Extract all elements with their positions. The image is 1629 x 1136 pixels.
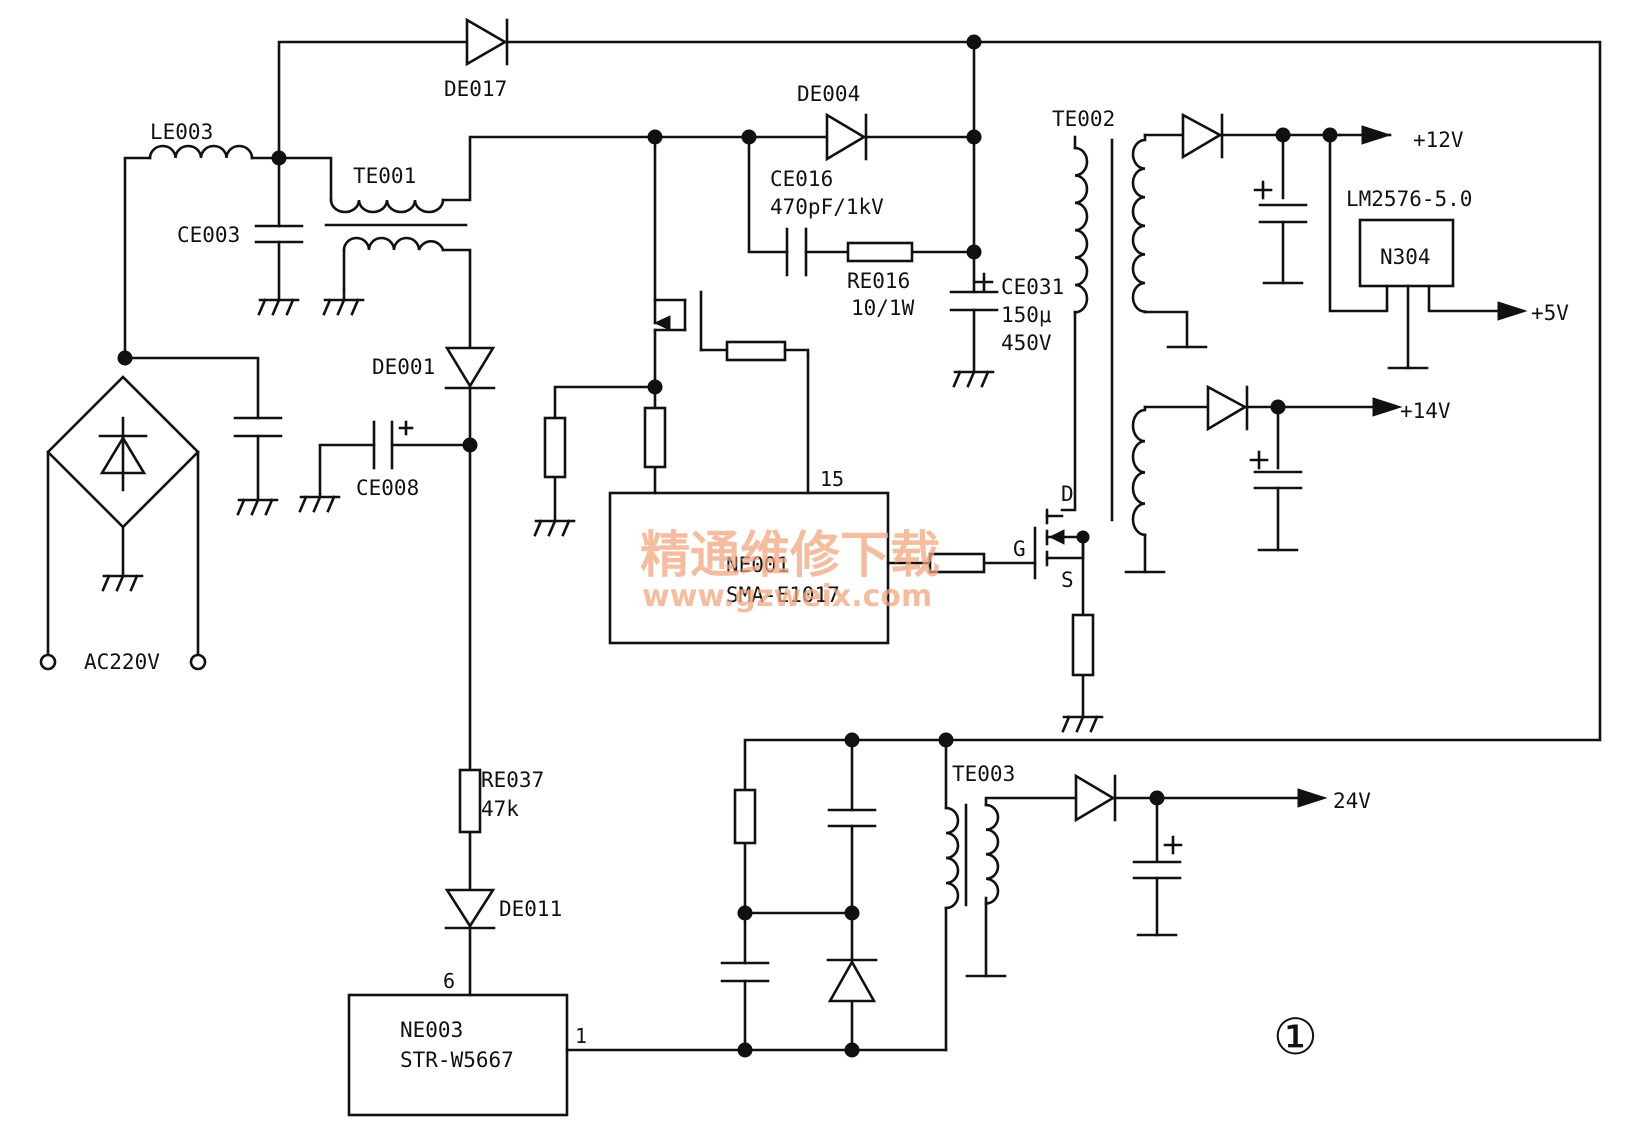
capacitor-14v-filter	[1249, 450, 1303, 490]
resistor-startup-right	[643, 406, 667, 469]
label-ce016-name: CE016	[770, 167, 833, 191]
label-out-5v: +5V	[1531, 301, 1569, 325]
zener-diode-clamp	[826, 958, 878, 1003]
label-out-12v: +12V	[1413, 128, 1464, 152]
capacitor-bottom-snubber-top	[827, 808, 877, 828]
label-te001: TE001	[353, 164, 416, 188]
label-ce031-value1: 150μ	[1001, 303, 1052, 327]
label-n304: N304	[1380, 245, 1431, 269]
label-out-24v: 24V	[1333, 789, 1371, 813]
label-mosfet-d: D	[1061, 482, 1074, 506]
capacitor-bottom-snubber-left	[720, 961, 770, 983]
label-de017: DE017	[444, 77, 507, 101]
label-re037-value: 47k	[481, 797, 519, 821]
inductor-le003	[148, 144, 254, 160]
capacitor-ce003	[254, 224, 304, 244]
label-de001: DE001	[372, 355, 435, 379]
watermark: 精通维修下载 www.gzweix.com	[640, 526, 940, 614]
capacitor-12v-filter	[1253, 180, 1308, 224]
label-pin15: 15	[820, 467, 844, 491]
diode-12v-rectifier	[1181, 112, 1224, 160]
label-ac220v: AC220V	[84, 650, 160, 674]
figure-number: ①	[1273, 1008, 1318, 1066]
startup-mosfet	[653, 290, 704, 352]
label-ce031-name: CE031	[1001, 275, 1064, 299]
label-re016-name: RE016	[847, 269, 910, 293]
bridge-rectifier	[46, 375, 200, 529]
label-pin6: 6	[443, 969, 455, 993]
diode-de011	[444, 888, 496, 930]
label-lm2576: LM2576-5.0	[1346, 187, 1472, 211]
label-ce008: CE008	[356, 476, 419, 500]
diode-de017	[465, 17, 509, 67]
capacitor-ce008	[372, 420, 414, 470]
transformer-te002	[1073, 133, 1147, 537]
wires	[46, 40, 1602, 1052]
capacitor-ce016	[785, 227, 808, 277]
ic-ne001	[608, 491, 890, 645]
resistor-startup-series	[725, 340, 810, 362]
label-pin1: 1	[575, 1024, 587, 1048]
label-ne001-name: NE001	[726, 553, 789, 577]
label-out-14v: +14V	[1400, 399, 1451, 423]
ground-symbols	[101, 281, 1429, 978]
label-ne003-name: NE003	[400, 1018, 463, 1042]
label-re037-name: RE037	[481, 768, 544, 792]
label-mosfet-g: G	[1013, 537, 1026, 561]
capacitor-bridge-filter	[233, 416, 283, 438]
label-ne001-part: SMA-E1017	[726, 583, 840, 607]
label-de011: DE011	[499, 897, 562, 921]
label-re016-value: 10/1W	[851, 296, 915, 320]
label-te003: TE003	[952, 762, 1015, 786]
ic-ne003	[347, 993, 569, 1117]
resistor-current-sense	[1071, 613, 1095, 677]
junction-dots	[117, 34, 1338, 1058]
resistor-gate	[928, 552, 986, 574]
watermark-url: www.gzweix.com	[642, 579, 932, 614]
resistor-re016	[846, 241, 914, 263]
label-ce003: CE003	[177, 223, 240, 247]
diode-de001	[444, 346, 496, 390]
label-ce016-value: 470pF/1kV	[770, 195, 884, 219]
diode-24v-rectifier	[1074, 773, 1117, 823]
resistor-startup-left	[543, 416, 567, 479]
diode-de004	[825, 112, 868, 162]
label-de004: DE004	[797, 82, 860, 106]
label-le003: LE003	[150, 120, 213, 144]
resistor-bottom-snubber	[733, 788, 757, 845]
label-te002: TE002	[1052, 107, 1115, 131]
watermark-cn: 精通维修下载	[640, 526, 940, 584]
diode-14v-rectifier	[1206, 384, 1249, 432]
main-mosfet	[1033, 508, 1085, 580]
capacitor-24v-filter	[1132, 835, 1183, 880]
ic-n304	[1358, 218, 1455, 288]
label-mosfet-s: S	[1061, 568, 1074, 592]
component-labels: DE017 LE003 TE001 CE003 DE004 CE016 470p…	[84, 77, 1569, 1072]
capacitor-ce031	[949, 272, 999, 312]
output-arrows	[1297, 125, 1528, 808]
ac-input-terminals	[39, 653, 207, 671]
transformer-te003	[944, 803, 1000, 910]
transformer-te001	[324, 198, 468, 252]
label-ne003-part: STR-W5667	[400, 1048, 514, 1072]
resistor-re037	[458, 768, 482, 834]
label-ce031-value2: 450V	[1001, 331, 1052, 355]
